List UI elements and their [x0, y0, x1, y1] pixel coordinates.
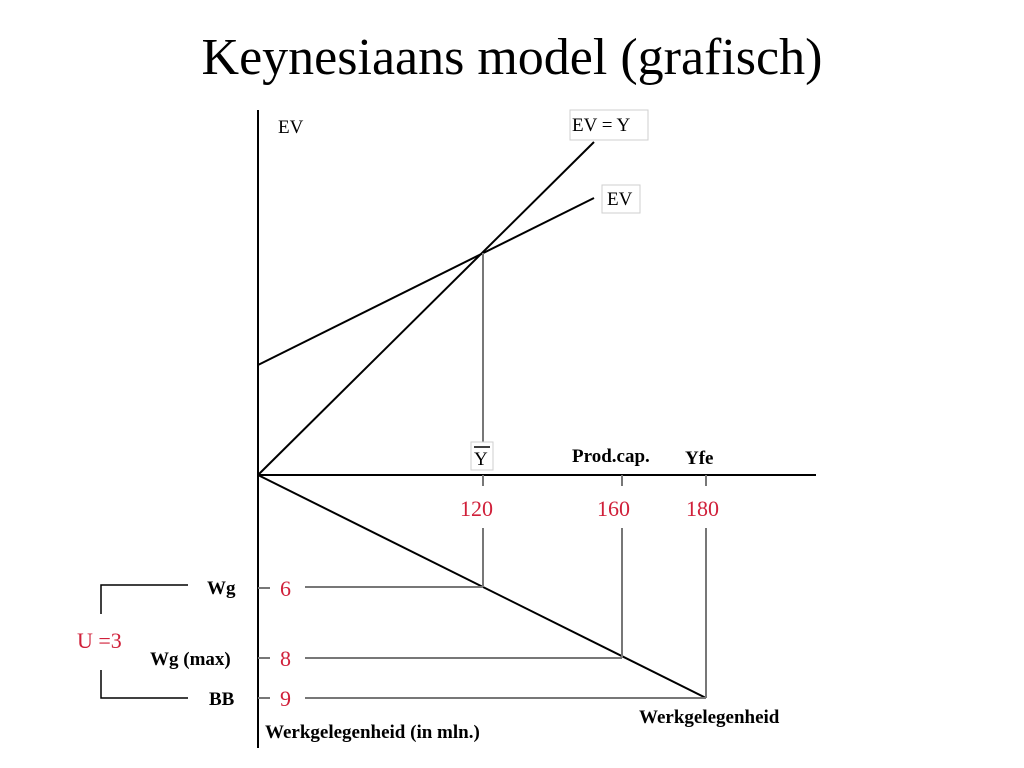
- ev-eq-y-label-box: [569, 109, 649, 141]
- bb-value: 9: [280, 686, 291, 711]
- x-tick-label-120: 120: [460, 496, 493, 521]
- prodcap-label: Prod.cap.: [572, 446, 650, 467]
- x-tick-label-180: 180: [686, 496, 719, 521]
- bb-label: BB: [209, 689, 235, 710]
- employment-line-label: Werkgelegenheid: [639, 707, 780, 728]
- ev-equals-y-line: [257, 141, 595, 476]
- wg-max-value: 8: [280, 646, 291, 671]
- yfe-label: Yfe: [685, 448, 713, 469]
- equilibrium-label-box: [470, 441, 494, 471]
- ev-label: EV: [607, 189, 633, 210]
- ev-line: [257, 197, 595, 366]
- unemployment-bracket: [100, 584, 188, 614]
- unemployment-bracket-lower: [100, 670, 188, 699]
- page-title: Keynesiaans model (grafisch): [201, 29, 823, 86]
- equilibrium-label: Y: [474, 449, 488, 470]
- ev-label-box: [601, 184, 641, 214]
- wg-value: 6: [280, 576, 291, 601]
- upper-axis-label: EV: [278, 117, 304, 138]
- ev-eq-y-label: EV = Y: [572, 115, 630, 136]
- lower-axis-label: Werkgelegenheid (in mln.): [265, 722, 480, 743]
- x-tick-label-160: 160: [597, 496, 630, 521]
- unemployment-label: U =3: [77, 628, 122, 653]
- wg-label: Wg: [207, 578, 236, 599]
- wg-max-label: Wg (max): [150, 649, 231, 670]
